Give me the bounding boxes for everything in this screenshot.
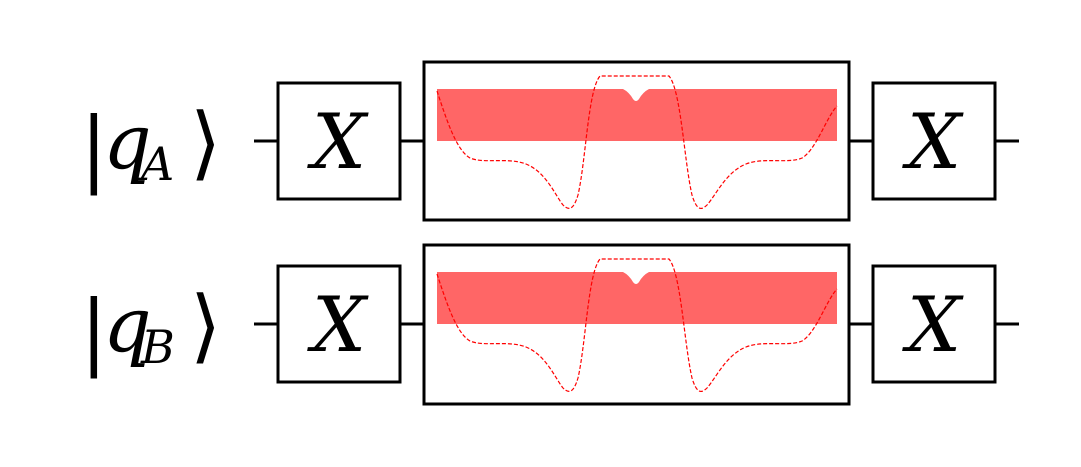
gate-label: X (902, 97, 964, 186)
pulse-curve (436, 75, 838, 209)
ket-symbol: q (103, 97, 152, 186)
ket-close-angle: ⟩ (190, 279, 221, 372)
qubit-row-a: | q A ⟩ X X (80, 60, 1019, 222)
ket-subscript: A (137, 137, 174, 191)
gate-label: X (307, 97, 369, 186)
x-gate-post-qb: X (871, 264, 997, 384)
gate-box (276, 81, 402, 201)
gate-box (871, 81, 997, 201)
ket-symbol: q (103, 280, 152, 369)
x-gate-pre-qa: X (276, 81, 402, 201)
pulse-box-qa (422, 60, 851, 222)
pulse-frame (422, 243, 851, 406)
pulse-box-qb (422, 243, 851, 406)
ket-open-bar: | (80, 101, 108, 196)
gate-box (871, 264, 997, 384)
pulse-curve (436, 258, 838, 392)
pulse-band (437, 272, 837, 324)
pulse-band (437, 89, 837, 141)
ket-label-qb: | q B ⟩ (80, 279, 221, 379)
gate-label: X (307, 280, 369, 369)
x-gate-pre-qb: X (276, 264, 402, 384)
ket-open-bar: | (80, 284, 108, 379)
ket-subscript: B (140, 320, 175, 374)
x-gate-post-qa: X (871, 81, 997, 201)
ket-label-qa: | q A ⟩ (80, 96, 221, 196)
gate-box (276, 264, 402, 384)
qubit-row-b: | q B ⟩ X X (80, 243, 1019, 406)
ket-close-angle: ⟩ (190, 96, 221, 189)
gate-label: X (902, 280, 964, 369)
